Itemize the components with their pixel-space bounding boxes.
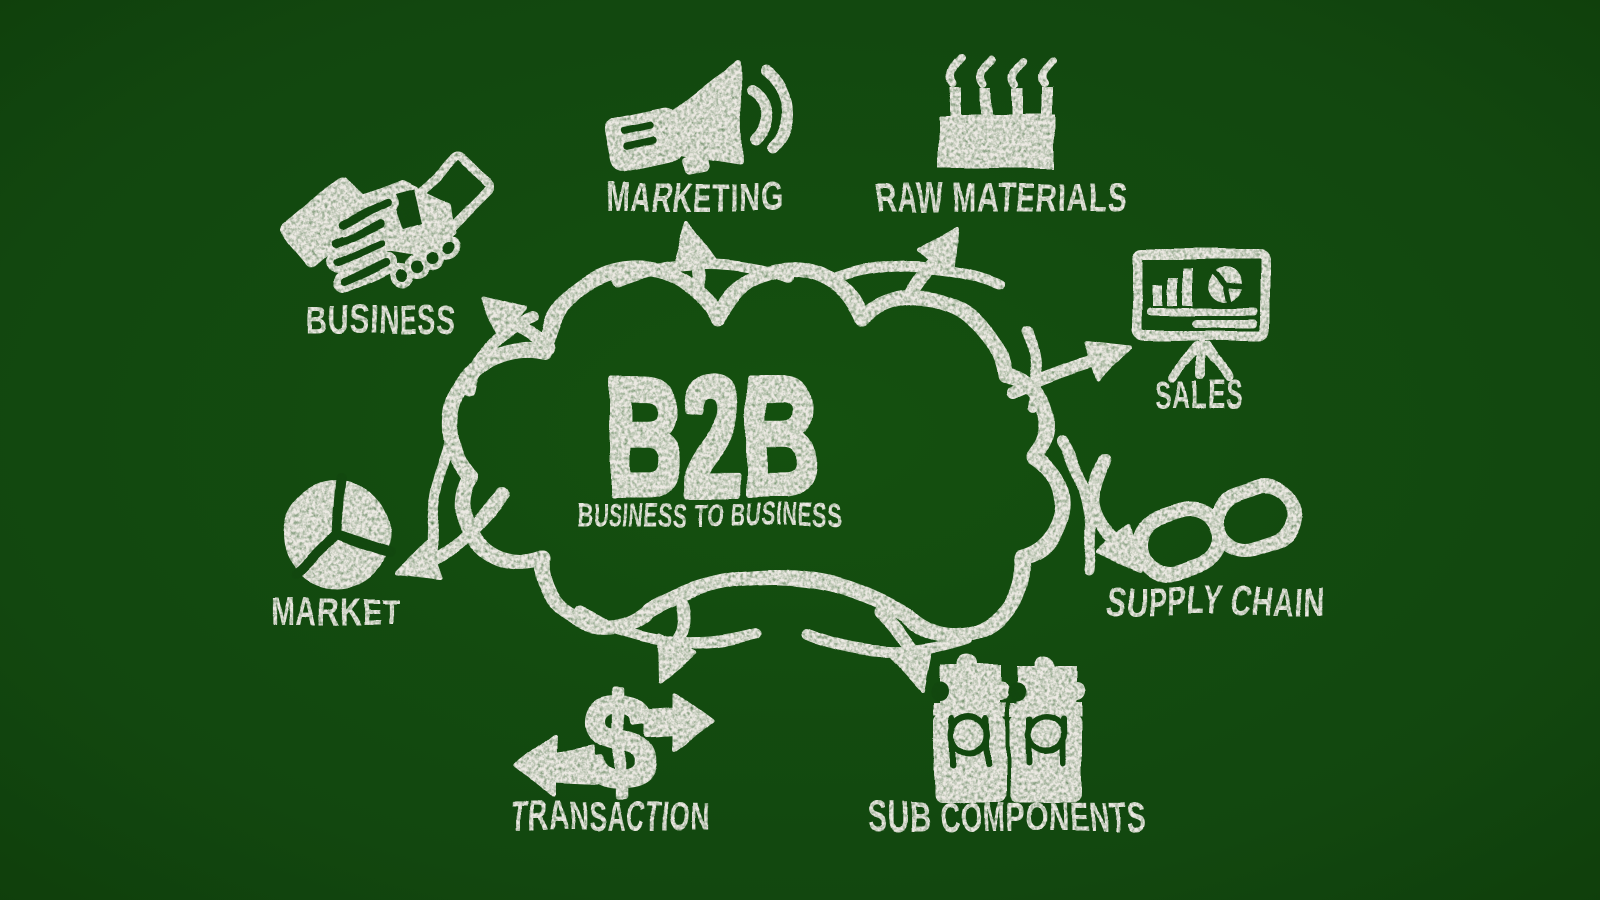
arrow-transaction xyxy=(657,599,697,682)
node-sub-components: SUB COMPONENTS xyxy=(870,656,1147,840)
left-arrow-shape xyxy=(514,734,598,798)
label-market: MARKET xyxy=(272,591,400,635)
right-arrow-shape xyxy=(646,692,714,752)
label-sales: SALES xyxy=(1155,374,1243,418)
chain-link-icon xyxy=(1133,478,1303,582)
puzzle-person xyxy=(931,656,1009,802)
chalk-art: B2B BUSINESS TO BUSINESS xyxy=(272,56,1325,840)
center-cloud: B2B BUSINESS TO BUSINESS xyxy=(427,258,1097,658)
label-transaction: TRANSACTION xyxy=(512,793,712,840)
puzzle-person xyxy=(1007,656,1085,802)
puzzle-people-icon xyxy=(931,656,1085,802)
b2b-subtitle: BUSINESS TO BUSINESS xyxy=(577,497,843,535)
dollar-exchange-icon: $ xyxy=(514,667,714,818)
node-supply-chain: SUPPLY CHAIN xyxy=(1107,478,1325,624)
factory-icon xyxy=(938,56,1056,168)
label-supply-chain: SUPPLY CHAIN xyxy=(1107,580,1325,624)
node-market: MARKET xyxy=(272,473,400,635)
label-sub-components: SUB COMPONENTS xyxy=(870,793,1147,840)
b2b-acronym: B2B xyxy=(606,345,818,529)
node-transaction: $ TRANSACTION xyxy=(512,667,714,840)
handshake-icon xyxy=(278,152,494,294)
presentation-chart-icon xyxy=(1131,249,1271,383)
node-marketing: MARKETING xyxy=(604,61,795,220)
arrow-business xyxy=(481,296,556,356)
arrow-marketing xyxy=(673,220,716,300)
arrow-market xyxy=(396,487,510,579)
arrow-sub-components xyxy=(875,605,933,692)
label-business: BUSINESS xyxy=(307,298,457,342)
arrow-sales xyxy=(1006,341,1132,399)
node-raw-materials: RAW MATERIALS xyxy=(875,56,1127,220)
label-marketing: MARKETING xyxy=(607,176,783,220)
node-business: BUSINESS xyxy=(278,152,494,342)
pie-chart-icon xyxy=(282,473,395,588)
connector-arrows xyxy=(396,220,1142,692)
node-sales: SALES xyxy=(1131,249,1271,418)
megaphone-icon xyxy=(604,61,795,175)
label-raw-materials: RAW MATERIALS xyxy=(875,176,1127,220)
arrow-raw-materials xyxy=(902,226,960,304)
dollar-sign: $ xyxy=(584,669,656,815)
